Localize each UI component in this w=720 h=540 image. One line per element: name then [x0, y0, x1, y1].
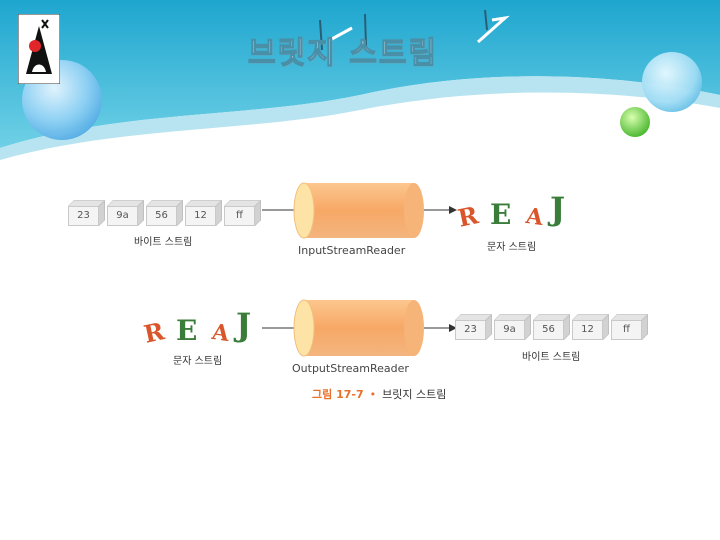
top-char-stream: R E A J: [458, 190, 578, 234]
byte-cell: 23: [455, 314, 492, 336]
figure-caption-text: 브릿지 스트림: [382, 388, 446, 401]
byte-cell: 56: [533, 314, 570, 336]
reader-cylinder-body: [304, 183, 414, 238]
char-letter: R: [455, 200, 481, 233]
byte-cell: ff: [224, 200, 261, 222]
byte-cell: 9a: [494, 314, 531, 336]
header-background: [0, 0, 720, 160]
caption-bullet: •: [370, 388, 377, 401]
byte-cell: 56: [146, 200, 183, 222]
slide-title: 브릿지 스트림: [248, 28, 438, 72]
bottom-byte-stream: 23 9a 56 12 ff: [455, 314, 650, 336]
char-letter: E: [176, 314, 197, 347]
top-bytes-label: 바이트 스트림: [134, 233, 192, 248]
char-letter: A: [210, 319, 231, 347]
top-byte-stream: 23 9a 56 12 ff: [68, 200, 263, 222]
char-letter: R: [141, 316, 167, 349]
reader-cylinder-cap: [294, 183, 314, 238]
byte-cell: 9a: [107, 200, 144, 222]
java-duke-logo: [18, 14, 60, 84]
bubble-right: [642, 52, 702, 112]
byte-cell: 12: [185, 200, 222, 222]
byte-cell: 23: [68, 200, 105, 222]
char-letter: J: [550, 190, 565, 228]
bottom-chars-label: 문자 스트림: [173, 352, 222, 367]
figure-caption: 그림 17-7 • 브릿지 스트림: [312, 386, 446, 402]
input-stream-reader-label: InputStreamReader: [298, 244, 405, 257]
writer-cylinder-body: [304, 300, 414, 356]
output-stream-reader-label: OutputStreamReader: [292, 362, 409, 375]
bottom-char-stream: R E A J: [144, 306, 264, 350]
byte-cell: 12: [572, 314, 609, 336]
bottom-flow-graphics: [260, 295, 460, 365]
char-letter: A: [524, 203, 545, 231]
bottom-bytes-label: 바이트 스트림: [522, 348, 580, 363]
bubble-green: [620, 107, 650, 137]
byte-cell: ff: [611, 314, 648, 336]
writer-cylinder-cap: [294, 300, 314, 356]
figure-number: 그림 17-7: [312, 388, 364, 401]
char-letter: J: [236, 306, 251, 344]
char-letter: E: [490, 198, 511, 231]
top-chars-label: 문자 스트림: [487, 238, 536, 253]
